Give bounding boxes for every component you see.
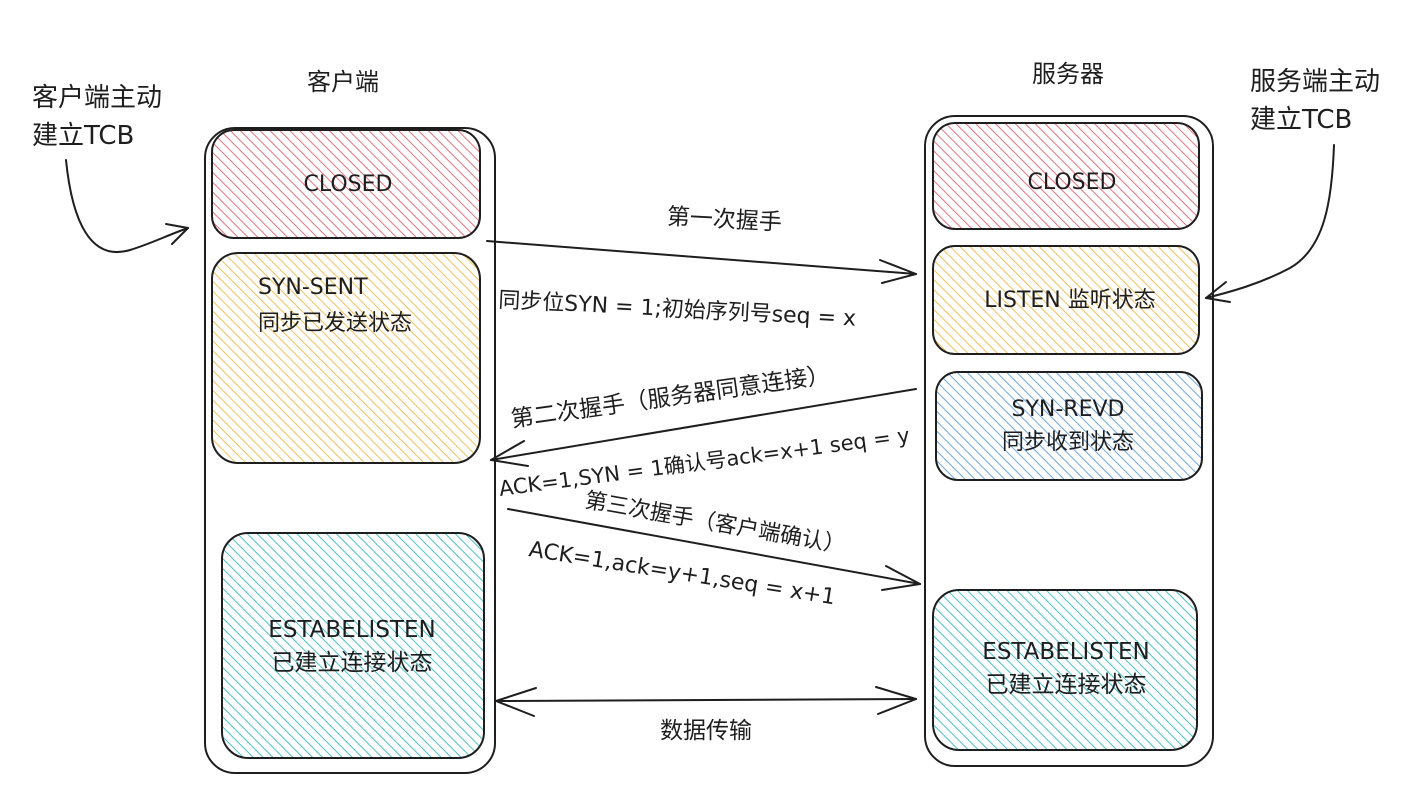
server-established-label: ESTABELISTEN	[982, 639, 1149, 665]
client-established-label: ESTABELISTEN	[268, 617, 435, 643]
server-state-established: ESTABELISTEN 已建立连接状态	[932, 589, 1198, 751]
server-state-listen: LISTEN 监听状态	[932, 245, 1200, 355]
client-state-syn-sent: SYN-SENT 同步已发送状态	[211, 252, 481, 464]
client-syn-sent-label: SYN-SENT	[258, 275, 368, 300]
third-handshake-arrow	[507, 508, 921, 591]
server-syn-revd-desc: 同步收到状态	[1002, 430, 1134, 455]
client-closed-label: CLOSED	[304, 172, 393, 197]
client-note-line2: 建立TCB	[32, 121, 134, 151]
client-column	[204, 127, 496, 774]
client-note-arrow	[65, 159, 189, 253]
server-established-desc: 已建立连接状态	[986, 672, 1147, 698]
data-transfer-label: 数据传输	[660, 718, 752, 744]
server-note-line2: 建立TCB	[1250, 105, 1352, 135]
second-handshake-title: 第二次握手（服务器同意连接）	[509, 362, 831, 433]
client-state-established: ESTABELISTEN 已建立连接状态	[221, 532, 485, 759]
server-note-arrow	[1205, 144, 1335, 303]
first-handshake-arrow	[486, 240, 917, 284]
server-title: 服务器	[1032, 60, 1104, 88]
first-handshake-detail: 同步位SYN = 1;初始序列号seq = x	[498, 288, 857, 332]
server-state-syn-revd: SYN-REVD 同步收到状态	[935, 371, 1203, 481]
second-handshake-arrow	[490, 388, 917, 467]
client-note-line1: 客户端主动	[32, 83, 162, 113]
server-note-line1: 服务端主动	[1250, 67, 1380, 97]
data-transfer-arrow	[495, 686, 917, 717]
first-handshake-title: 第一次握手	[666, 204, 782, 236]
server-listen-label: LISTEN 监听状态	[984, 288, 1156, 313]
server-syn-revd-label: SYN-REVD	[1012, 397, 1125, 422]
server-closed-label: CLOSED	[1028, 170, 1117, 195]
client-title: 客户端	[307, 68, 379, 96]
third-handshake-title: 第三次握手（客户端确认）	[583, 488, 847, 558]
client-syn-sent-desc: 同步已发送状态	[258, 311, 412, 336]
client-state-closed: CLOSED	[211, 129, 481, 239]
second-handshake-detail: ACK=1,SYN = 1确认号ack=x+1 seq = y	[498, 423, 912, 501]
server-state-closed: CLOSED	[932, 122, 1200, 230]
server-column	[924, 115, 1214, 767]
client-established-desc: 已建立连接状态	[272, 650, 433, 676]
